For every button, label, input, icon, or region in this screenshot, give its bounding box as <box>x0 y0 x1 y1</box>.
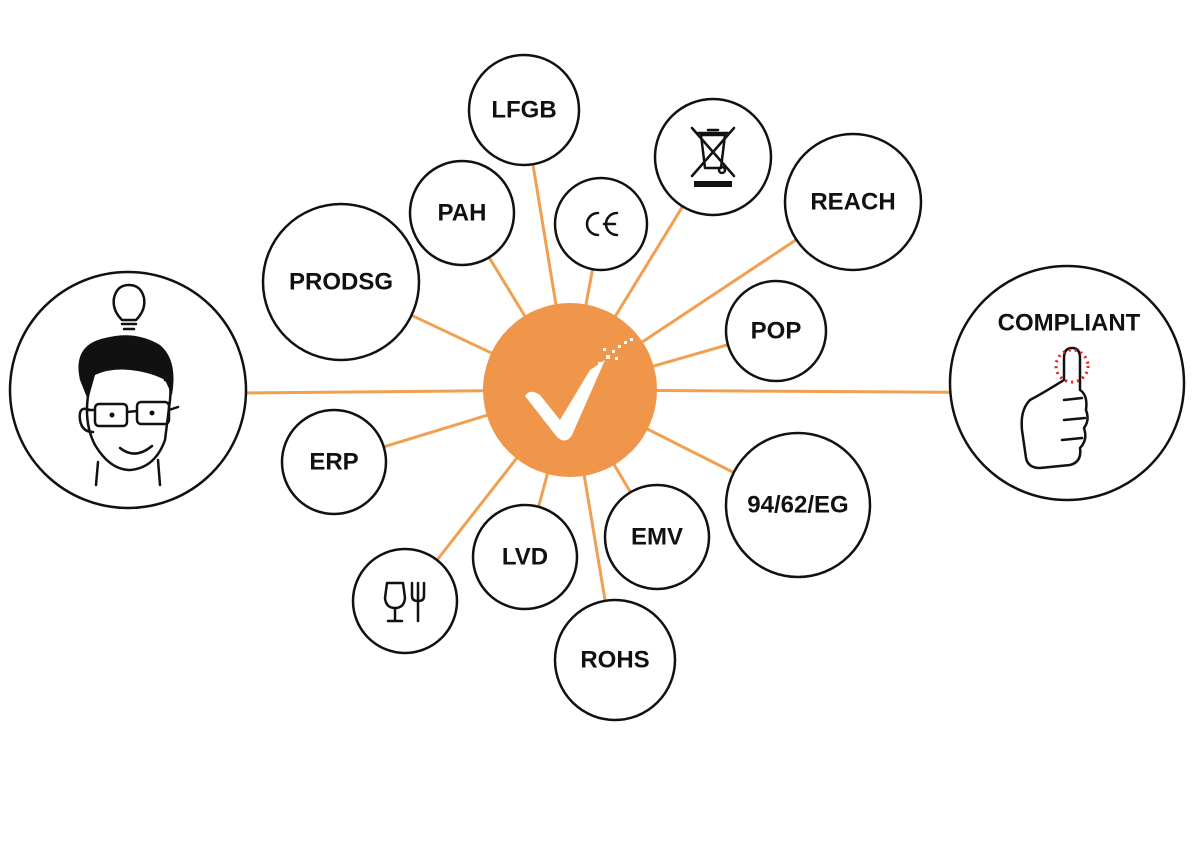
person-face-icon <box>78 335 180 487</box>
node-erp: ERP <box>280 408 388 516</box>
node-pop: POP <box>724 279 828 383</box>
node-food-safe <box>351 547 459 655</box>
checkmark-icon <box>525 338 633 441</box>
ce-mark-icon <box>585 211 619 237</box>
node-weee <box>653 97 773 217</box>
node-label: LVD <box>502 544 548 571</box>
node-rohs: ROHS <box>553 598 677 722</box>
compliant-label: COMPLIANT <box>998 310 1141 337</box>
node-label: 94/62/EG <box>747 492 848 519</box>
node-label: REACH <box>810 189 895 216</box>
node-lfgb: LFGB <box>467 53 581 167</box>
node-ce <box>553 176 649 272</box>
thumbs-up-icon <box>1020 346 1090 470</box>
node-label: POP <box>751 318 802 345</box>
glass-fork-icon <box>383 581 426 623</box>
node-label: PRODSG <box>289 269 393 296</box>
node-prodsg: PRODSG <box>261 202 421 362</box>
center-check-node <box>483 303 657 477</box>
node-label: PAH <box>438 200 487 227</box>
node-label: LFGB <box>491 97 556 124</box>
node-pah: PAH <box>408 159 516 267</box>
compliant-node: COMPLIANT <box>948 264 1186 502</box>
node-label: ROHS <box>580 647 649 674</box>
node-emv: EMV <box>603 483 711 591</box>
person-node <box>8 270 248 510</box>
node-reach: REACH <box>783 132 923 272</box>
node-label: ERP <box>309 449 358 476</box>
node-label: EMV <box>631 524 683 551</box>
crossed-out-bin-icon <box>690 126 736 187</box>
lightbulb-icon <box>112 283 146 331</box>
node-94-62-eg: 94/62/EG <box>724 431 872 579</box>
node-lvd: LVD <box>471 503 579 611</box>
